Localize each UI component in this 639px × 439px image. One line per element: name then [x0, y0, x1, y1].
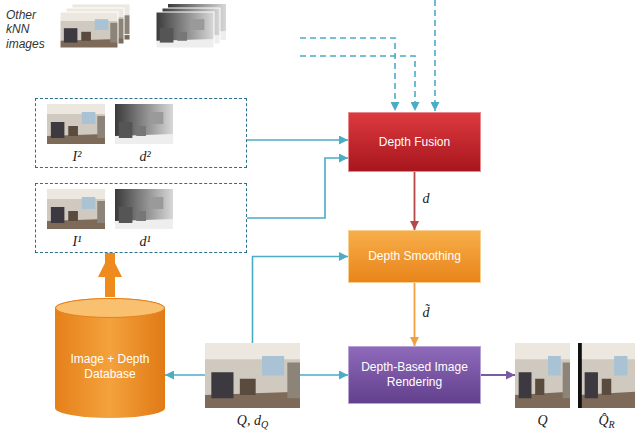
box-label: Depth-Based Image Rendering: [357, 360, 472, 390]
connector-arrow: [247, 158, 348, 218]
connector-arrow: [481, 374, 515, 376]
edge-label: d: [422, 191, 431, 206]
output-image-pair: Q Q̂R: [515, 343, 635, 431]
connector-arrow: [300, 374, 348, 376]
subscript-label: Q: [261, 419, 268, 430]
box-label: Image + Depth Database: [63, 352, 157, 382]
image-label: d¹: [139, 234, 150, 249]
connector-arrow: [414, 172, 416, 230]
connector-arrow: [105, 253, 115, 297]
connector-arrow: [247, 139, 348, 141]
box-label: Depth Smoothing: [368, 249, 461, 264]
caption-group: Q, dQ: [205, 411, 300, 429]
image-depth-pair: I¹ d¹: [35, 183, 247, 253]
process-box: Depth-Based Image Rendering: [348, 346, 481, 404]
edge-label: d̃: [422, 305, 431, 320]
query-image: Q, dQ: [205, 343, 300, 431]
cylinder-body: [55, 298, 165, 418]
image-depth-pair: I² d²: [35, 98, 247, 168]
box-label: Depth Fusion: [379, 135, 450, 150]
connector-arrow: [253, 257, 349, 344]
caption-group: Q: [515, 411, 570, 429]
subscript-label: R: [609, 419, 615, 430]
image-label: I²: [73, 149, 82, 164]
database-cylinder: Image + Depth Database: [55, 298, 165, 418]
image-label: d²: [139, 149, 150, 164]
caption-group: d²: [116, 147, 174, 165]
cylinder-top: [56, 299, 165, 318]
image-label: Q̂: [598, 413, 608, 428]
caption-group: I¹: [48, 232, 106, 250]
caption-group: Q̂R: [578, 411, 635, 429]
connector-arrow: [414, 283, 416, 346]
image-label: Q: [537, 413, 547, 428]
process-box: Depth Fusion: [348, 112, 481, 172]
caption-group: d¹: [116, 232, 174, 250]
process-box: Depth Smoothing: [348, 230, 481, 283]
caption-group: I²: [48, 147, 106, 165]
image-label: I¹: [73, 234, 82, 249]
annotation-label: Other kNN images: [6, 8, 58, 51]
connector-arrow: [165, 374, 205, 376]
image-label: Q, d: [237, 413, 261, 428]
